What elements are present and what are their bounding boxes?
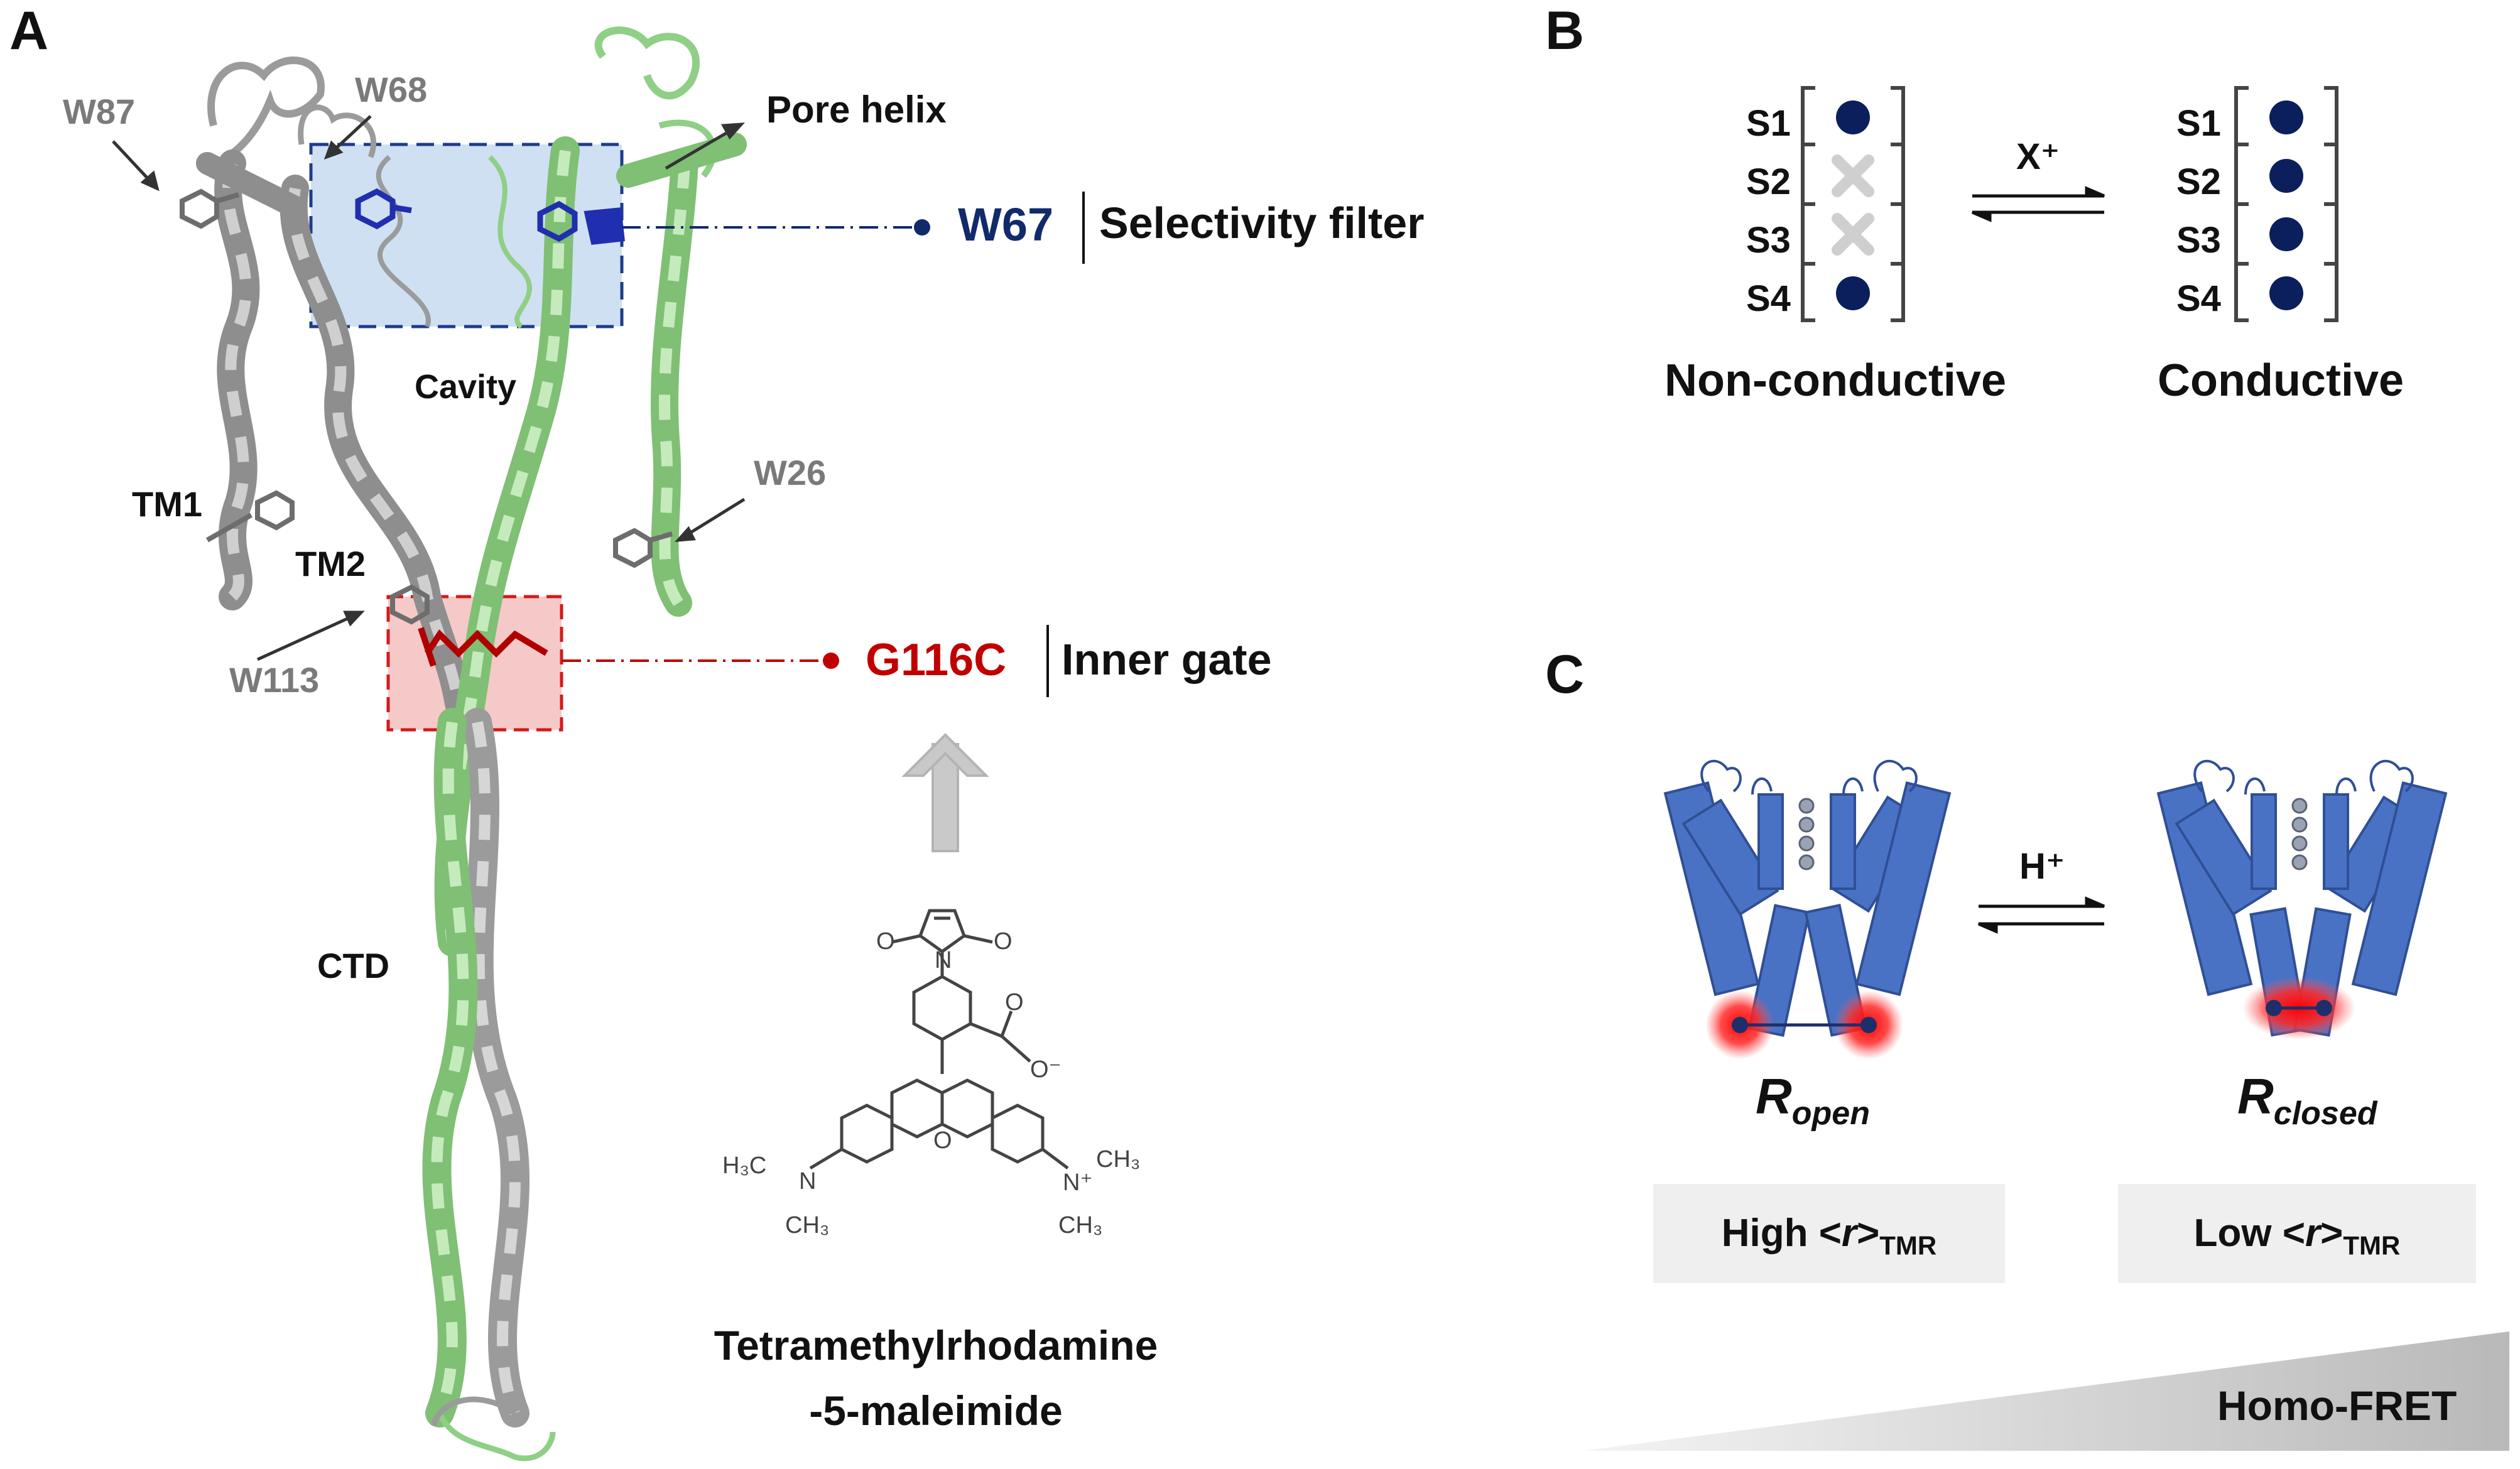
atom-ch3-right-bottom: CH₃ [1058,1212,1103,1239]
dye-name-line1: Tetramethylrhodamine [714,1322,1158,1369]
label-w113: W113 [229,660,320,700]
low-sub: TMR [2343,1230,2401,1260]
atom-o-mal-left: O [876,928,895,955]
low-suffix: > [2320,1212,2343,1255]
panel-letter-a: A [9,1,49,61]
dye-name-line2: -5-maleimide [809,1387,1063,1434]
open-filter-ions [1798,798,1815,870]
atom-n-plus: N⁺ [1063,1169,1093,1196]
dye-name: Tetramethylrhodamine -5-maleimide [685,1313,1187,1443]
r-closed-sub: closed [2273,1095,2377,1132]
atom-n-left: N [799,1168,817,1195]
w67-dot [914,219,930,236]
label-pore-helix: Pore helix [766,89,947,131]
labeling-arrow [901,733,989,852]
high-prefix: High < [1721,1212,1842,1255]
r-open-sub: open [1791,1095,1870,1132]
w87-sidechain [180,188,240,229]
site-s3-right: S3 [2176,220,2221,261]
r-open-label: Ropen [1756,1068,1870,1132]
r-closed-symbol: R [2237,1068,2274,1124]
label-w26: W26 [754,453,827,492]
right-ion-s2 [2269,159,2303,193]
equilibrium-arrows-b [1972,186,2105,222]
non-conductive-label: Non-conductive [1665,355,2007,406]
low-r: r [2305,1212,2321,1255]
right-ion-s3 [2269,217,2303,251]
g116c-sidechain [418,627,548,667]
atom-ch3-right-top: CH₃ [1096,1146,1141,1173]
filter-left [1801,86,1905,322]
homo-fret-label: Homo-FRET [2217,1382,2457,1429]
label-tm2: TM2 [295,544,366,583]
high-anisotropy-box: High <r>TMR [1653,1184,2005,1283]
ion-label: X⁺ [2016,136,2060,177]
right-site-labels: S1 S2 S3 S4 [2176,94,2221,328]
open-loops [1700,759,1918,795]
protein-structure [180,26,747,1461]
left-ion-s4 [1836,276,1870,310]
r-closed-label: Rclosed [2237,1068,2377,1132]
label-cavity: Cavity [415,368,517,406]
left-empty-s3 [1832,213,1874,256]
atom-n-mal: N [935,947,952,973]
atom-ch3-left: CH₃ [785,1212,830,1239]
low-prefix: Low < [2193,1212,2306,1255]
label-selectivity-filter: Selectivity filter [1099,198,1425,247]
closed-filter-ions [2291,798,2308,870]
filter-right [2234,86,2338,322]
site-s3-left: S3 [1746,220,1791,261]
w67-sidechain [537,200,625,245]
atom-h3c: H₃C [722,1152,767,1179]
g116c-dot [823,653,839,669]
site-s1-right: S1 [2176,103,2221,144]
site-s2-right: S2 [2176,161,2221,202]
panel-letter-b: B [1545,1,1585,61]
w68-sidechain [355,188,412,230]
panel-letter-c: C [1545,644,1585,705]
equilibrium-arrows-c [1978,896,2105,934]
left-ion-s1 [1836,100,1870,134]
proton-label: H⁺ [2019,846,2065,887]
label-tm1: TM1 [132,484,202,524]
atom-o-ring: O [933,1127,952,1154]
high-r: r [1841,1212,1857,1255]
site-s4-left: S4 [1746,278,1791,319]
high-suffix: > [1857,1212,1880,1255]
r-open-symbol: R [1756,1068,1792,1124]
label-g116c: G116C [866,635,1007,685]
atom-o-mal-right: O [994,928,1013,955]
homo-fret-wedge [1583,1331,2509,1451]
label-w67: W67 [958,198,1054,251]
label-w87: W87 [63,92,136,131]
annotation-arrows [112,115,746,661]
high-sub: TMR [1879,1230,1937,1260]
low-anisotropy-box: Low <r>TMR [2118,1184,2476,1283]
right-ion-s4 [2269,276,2303,310]
label-w68: W68 [355,70,428,109]
left-empty-s2 [1832,154,1874,197]
atom-o-minus: O⁻ [1030,1056,1062,1083]
label-ctd: CTD [317,946,390,985]
w113-sidechain [390,584,430,625]
site-s2-left: S2 [1746,161,1791,202]
tmr-structure [809,909,1069,1170]
closed-loops [2193,759,2414,795]
atom-o-carboxy: O [1005,989,1024,1016]
label-inner-gate: Inner gate [1062,635,1272,684]
w26-sidechain [613,528,673,568]
tm1-sidechain [206,490,295,543]
site-s1-left: S1 [1746,103,1791,144]
left-site-labels: S1 S2 S3 S4 [1746,94,1791,328]
conductive-label: Conductive [2158,355,2404,406]
site-s4-right: S4 [2176,278,2221,319]
right-ion-s1 [2269,100,2303,134]
